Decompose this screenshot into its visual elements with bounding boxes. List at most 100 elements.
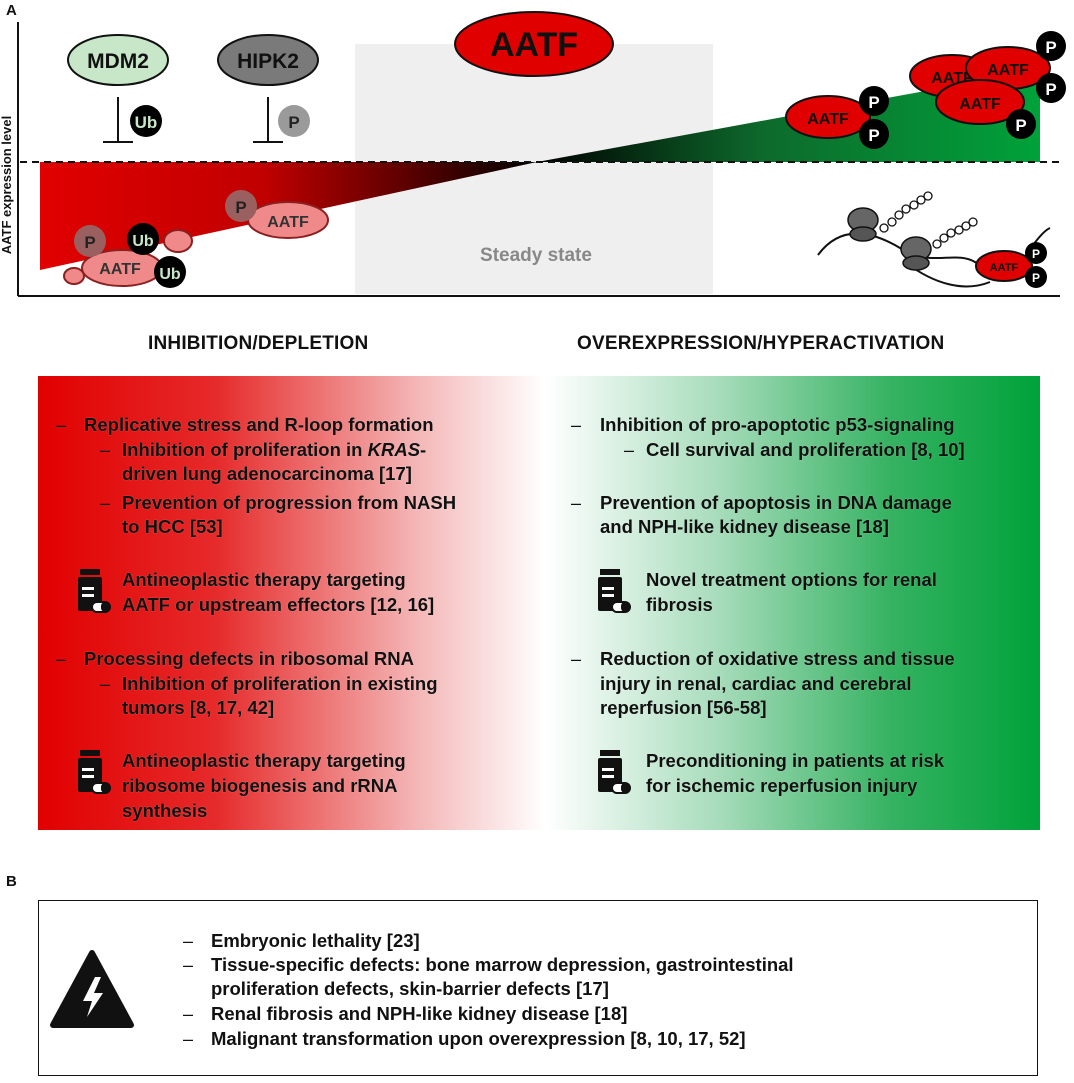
p-badge-faded-1 bbox=[225, 190, 257, 222]
p-text-over-3: P bbox=[1045, 38, 1056, 57]
aatf-over-label-4: AATF bbox=[959, 96, 1001, 113]
dash: – bbox=[183, 1029, 194, 1049]
right-item-4-cont: fibrosis bbox=[646, 594, 713, 615]
dash: – bbox=[183, 1004, 194, 1024]
aatf-translated-oval bbox=[975, 250, 1033, 282]
steady-state-label: Steady state bbox=[480, 245, 592, 266]
p-text-over-4: P bbox=[1045, 80, 1056, 99]
p-badge-over-4 bbox=[1036, 73, 1066, 103]
dash: – bbox=[100, 440, 111, 460]
aatf-faded-label-1: AATF bbox=[267, 214, 309, 231]
ribosome-large-2 bbox=[902, 255, 930, 271]
left-item-1: Replicative stress and R-loop formation bbox=[84, 414, 434, 435]
aatf-over-label-3: AATF bbox=[987, 62, 1029, 79]
aatf-over-label-1: AATF bbox=[807, 111, 849, 128]
aatf-center-oval bbox=[454, 11, 614, 77]
p-badge-hipk2 bbox=[278, 105, 310, 137]
right-item-3: Prevention of apoptosis in DNA damage bbox=[600, 492, 952, 513]
aatf-translated-label: AATF bbox=[990, 262, 1019, 274]
overexpression-heading: OVEREXPRESSION/HYPERACTIVATION bbox=[577, 333, 945, 354]
aatf-faded-label-2: AATF bbox=[99, 261, 141, 278]
left-item-3-cont: to HCC [53] bbox=[122, 516, 223, 537]
panel-b-item-3: Renal fibrosis and NPH-like kidney disea… bbox=[211, 1003, 628, 1024]
left-item-2-cont: driven lung adenocarcinoma [17] bbox=[122, 463, 412, 484]
left-item-6-cont: tumors [8, 17, 42] bbox=[122, 697, 275, 718]
p-text-translated-1: P bbox=[1032, 247, 1040, 261]
dash: – bbox=[183, 955, 194, 975]
dash: – bbox=[624, 440, 635, 460]
right-item-3-cont: and NPH-like kidney disease [18] bbox=[600, 516, 889, 537]
dash: – bbox=[56, 415, 67, 435]
medication-icon bbox=[598, 569, 631, 613]
inhibition-box bbox=[38, 376, 545, 830]
peptide-chain-2 bbox=[932, 217, 978, 249]
aatf-over-oval-1 bbox=[785, 95, 871, 139]
right-item-6-cont: for ischemic reperfusion injury bbox=[646, 775, 918, 796]
fragment-oval-1 bbox=[163, 229, 193, 253]
ub-text-faded-1: Ub bbox=[132, 233, 154, 250]
panel-b-item-4: Malignant transformation upon overexpres… bbox=[211, 1028, 746, 1049]
p-text-translated-2: P bbox=[1032, 271, 1040, 285]
inhibition-heading: INHIBITION/DEPLETION bbox=[148, 333, 369, 354]
left-item-5: Processing defects in ribosomal RNA bbox=[84, 648, 415, 669]
p-text-over-2: P bbox=[868, 126, 879, 145]
right-item-5-cont: injury in renal, cardiac and cerebral bbox=[600, 673, 912, 694]
dash: – bbox=[571, 493, 582, 513]
dash: – bbox=[100, 674, 111, 694]
side-effects-box: – Embryonic lethality [23] – Tissue-spec… bbox=[38, 900, 1038, 1076]
left-item-4: Antineoplastic therapy targeting bbox=[122, 569, 406, 590]
right-item-4: Novel treatment options for renal bbox=[646, 569, 937, 590]
p-badge-faded-2 bbox=[74, 225, 106, 257]
ub-badge-faded-2 bbox=[154, 256, 186, 288]
right-item-6: Preconditioning in patients at risk bbox=[646, 750, 945, 771]
dash: – bbox=[571, 649, 582, 669]
ub-badge-mdm2 bbox=[130, 105, 162, 137]
right-item-2: Cell survival and proliferation [8, 10] bbox=[646, 439, 965, 460]
p-badge-translated-2 bbox=[1025, 266, 1047, 288]
p-badge-over-5 bbox=[1006, 109, 1036, 139]
hipk2-oval bbox=[217, 34, 319, 86]
panel-b-item-2-cont: proliferation defects, skin-barrier defe… bbox=[211, 978, 609, 999]
left-item-7: Antineoplastic therapy targeting bbox=[122, 750, 406, 771]
right-item-5: Reduction of oxidative stress and tissue bbox=[600, 648, 955, 669]
fragment-oval-2 bbox=[63, 267, 85, 285]
medication-icon bbox=[78, 569, 111, 613]
ub-text-mdm2: Ub bbox=[135, 113, 158, 132]
p-text-faded-2: P bbox=[84, 233, 95, 252]
mdm2-label: MDM2 bbox=[87, 50, 149, 73]
p-badge-over-2 bbox=[859, 119, 889, 149]
expression-diagram: AATF Steady state MDM2 Ub HIPK2 P AATF P… bbox=[17, 11, 1066, 297]
hipk2-label: HIPK2 bbox=[237, 50, 299, 73]
left-item-3: Prevention of progression from NASH bbox=[122, 492, 457, 513]
right-item-5-cont2: reperfusion [56-58] bbox=[600, 697, 767, 718]
ub-badge-faded-1 bbox=[127, 223, 159, 255]
mdm2-oval bbox=[67, 34, 169, 86]
panel-b-letter: B bbox=[6, 873, 17, 890]
p-text-over-5: P bbox=[1015, 116, 1026, 135]
dash: – bbox=[571, 415, 582, 435]
left-item-2: Inhibition of proliferation in KRAS- bbox=[122, 439, 427, 460]
medication-icon bbox=[78, 750, 111, 794]
dash: – bbox=[56, 649, 67, 669]
p-badge-translated-1 bbox=[1025, 242, 1047, 264]
left-item-7-cont: ribosome biogenesis and rRNA bbox=[122, 775, 398, 796]
p-badge-over-1 bbox=[859, 86, 889, 116]
panel-b-item-2: Tissue-specific defects: bone marrow dep… bbox=[211, 954, 794, 975]
peptide-chain-1 bbox=[879, 191, 933, 233]
warning-lightning-icon bbox=[50, 950, 134, 1028]
p-text-over-1: P bbox=[868, 93, 879, 112]
p-text-faded-1: P bbox=[235, 198, 246, 217]
left-item-7-cont2: synthesis bbox=[122, 800, 208, 821]
medication-icon bbox=[598, 750, 631, 794]
dash: – bbox=[100, 493, 111, 513]
ribosome-large-1 bbox=[849, 226, 877, 242]
right-item-1: Inhibition of pro-apoptotic p53-signalin… bbox=[600, 414, 955, 435]
dash: – bbox=[183, 931, 194, 951]
left-item-6: Inhibition of proliferation in existing bbox=[122, 673, 438, 694]
ub-text-faded-2: Ub bbox=[159, 266, 181, 283]
left-item-4-cont: AATF or upstream effectors [12, 16] bbox=[122, 594, 435, 615]
panel-b-item-1: Embryonic lethality [23] bbox=[211, 930, 420, 951]
aatf-center-label: AATF bbox=[490, 26, 578, 64]
y-axis-label: AATF expression level bbox=[0, 115, 14, 255]
p-text-hipk2: P bbox=[288, 113, 299, 132]
